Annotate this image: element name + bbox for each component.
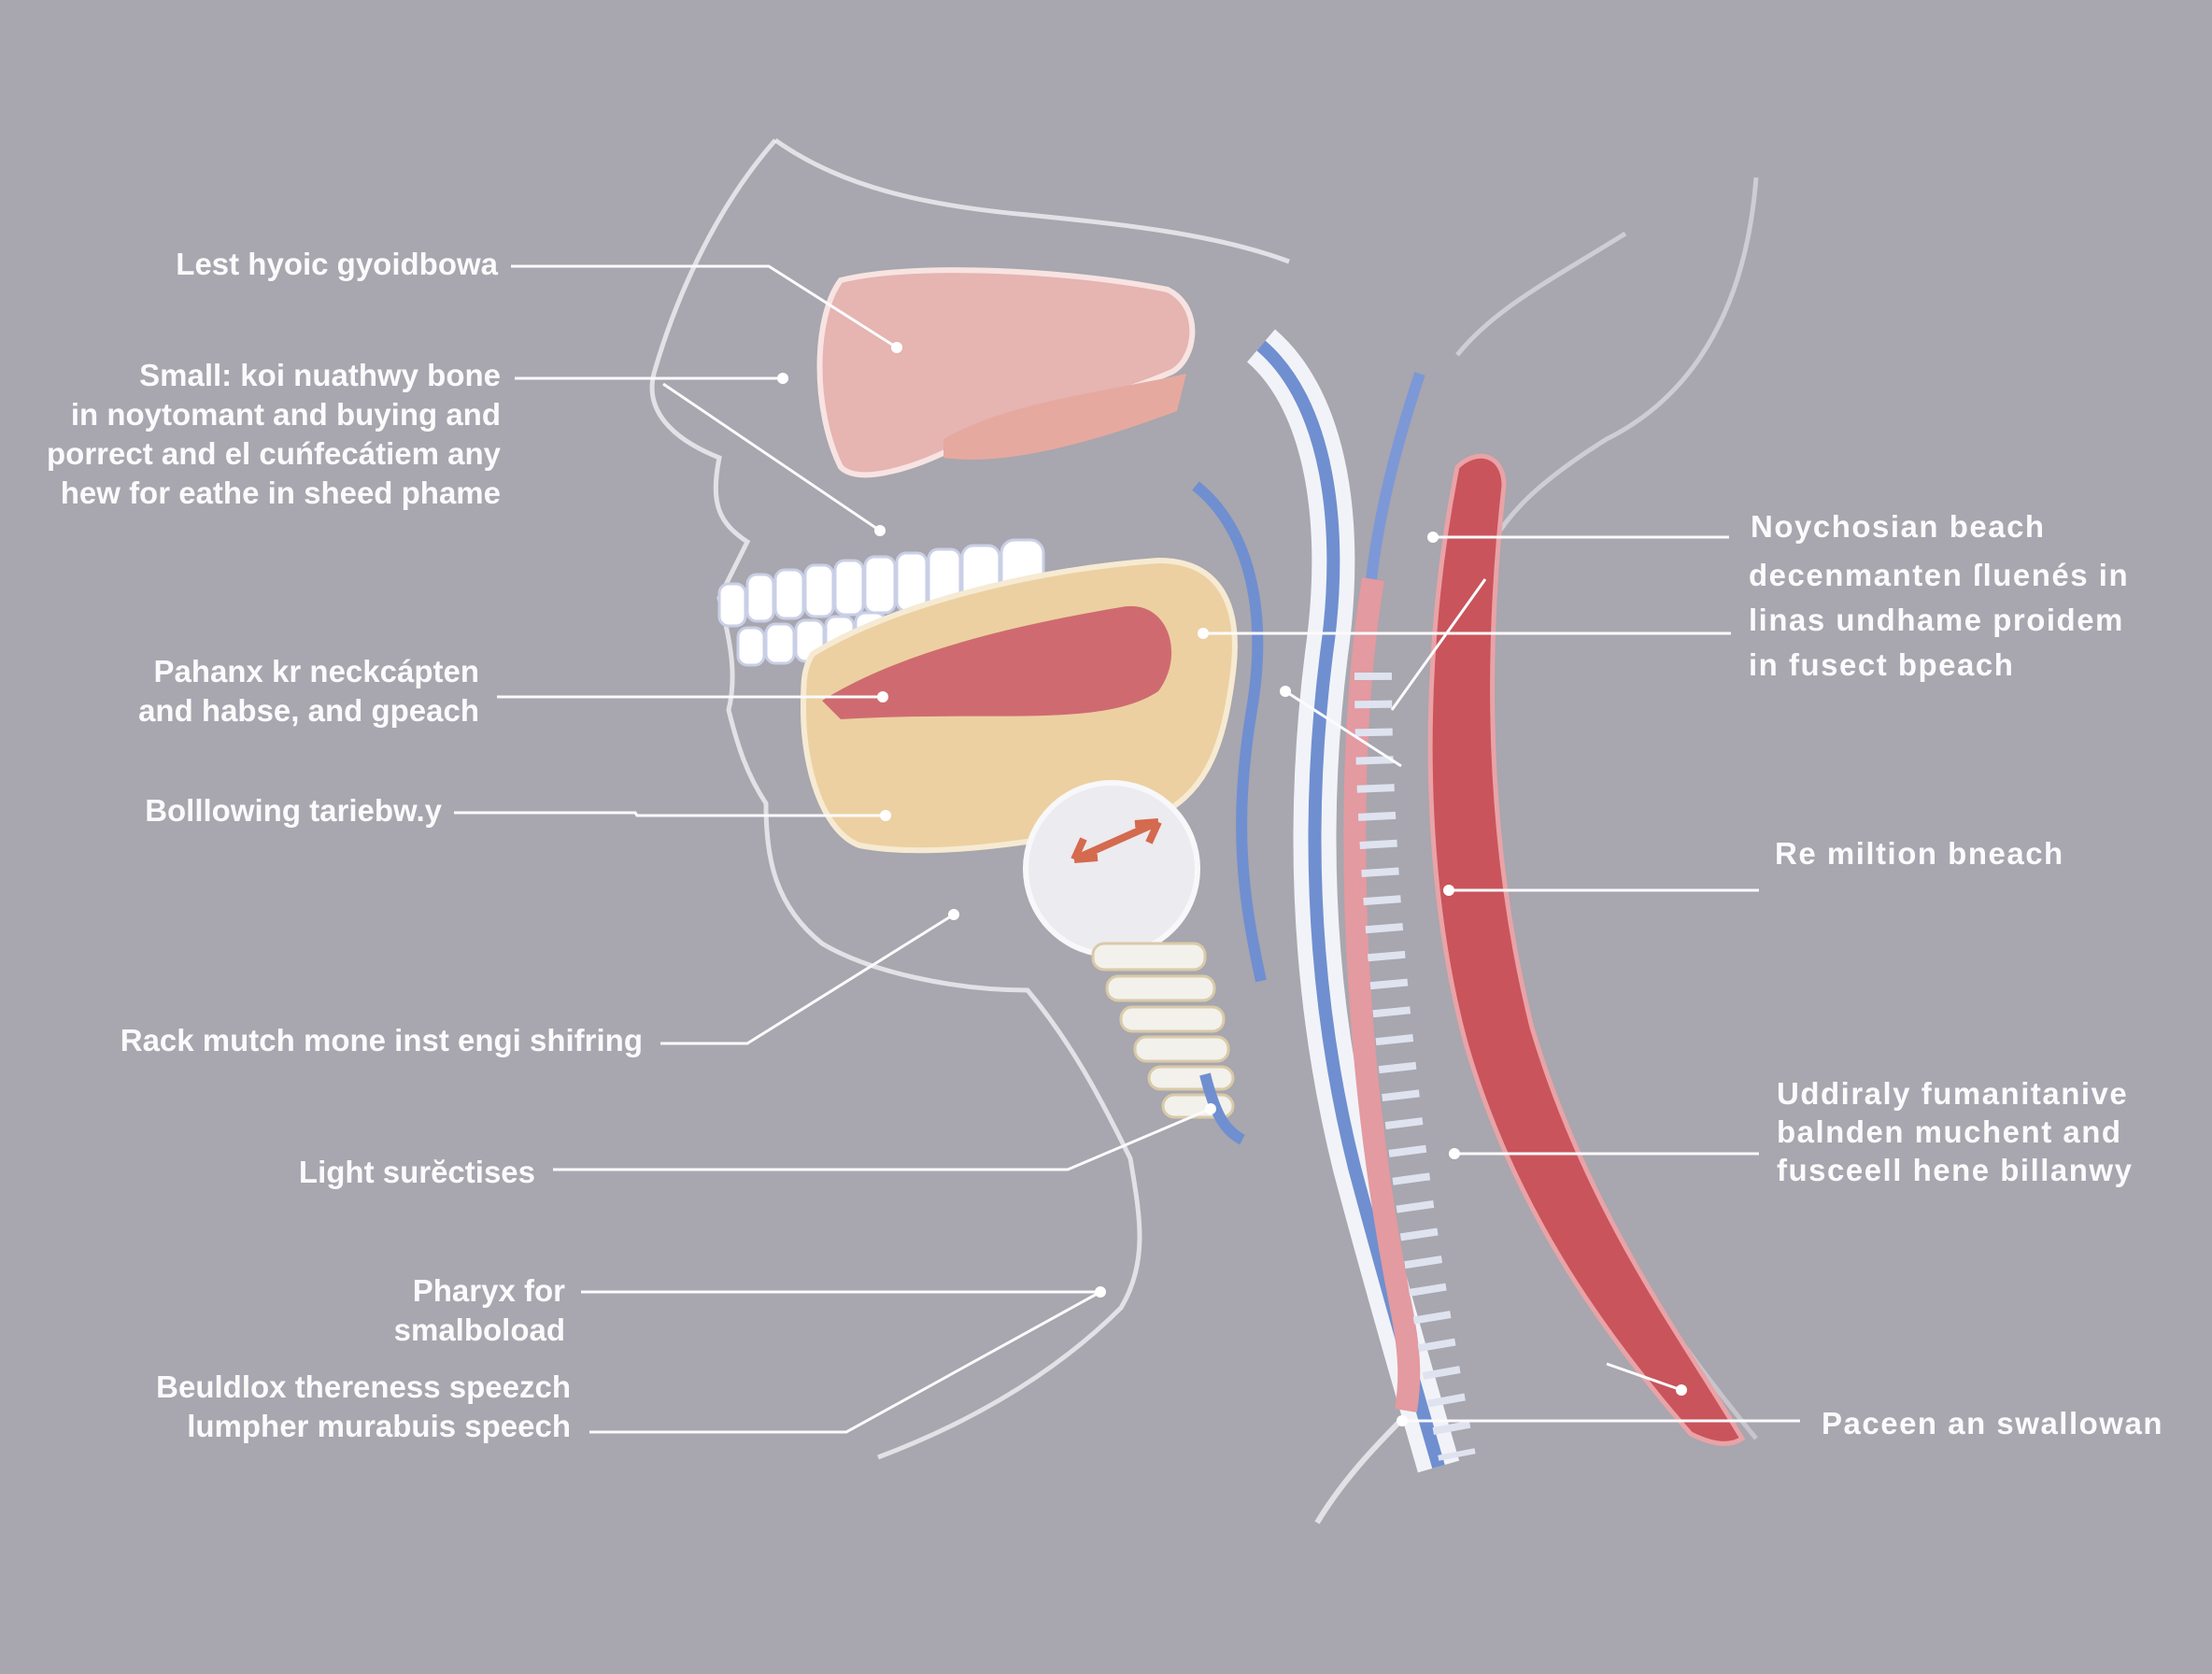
label-line: and habse, and gpeach	[138, 693, 479, 728]
leader-lines	[454, 264, 1800, 1434]
label-line: Re miltion bneach	[1775, 836, 2064, 871]
hyoid-structure	[1023, 780, 1200, 958]
label-left-2: Small: koi nuathwy bone in noytomant and…	[47, 356, 501, 513]
label-right-4: Uddiraly fumanitanive balnden muchent an…	[1777, 1074, 2133, 1189]
label-line: Beuldlox thereness speezch	[156, 1369, 571, 1404]
label-line: linas undhame proidem	[1749, 603, 2124, 637]
label-line: Noychosian beach	[1751, 509, 2046, 544]
label-right-5: Paceen an swallowan	[1822, 1401, 2163, 1446]
larynx-rings	[1091, 942, 1235, 1119]
label-left-8: Beuldlox thereness speezch lumpher murab…	[156, 1368, 571, 1446]
label-line: Bolllowing tariebw.y	[145, 793, 442, 828]
neck-vessels	[1192, 329, 1476, 1473]
label-line: Uddiraly fumanitanive	[1777, 1076, 2129, 1111]
label-line: Small: koi nuathwy bone	[139, 358, 501, 392]
label-line: Pahanx kr neckcápten	[153, 654, 480, 688]
label-line: Rack mutch mone inst engi shifring	[120, 1023, 643, 1057]
label-left-5: Rack mutch mone inst engi shifring	[121, 1021, 643, 1060]
label-line: fusceell hene billanwy	[1777, 1153, 2134, 1187]
label-line: Paceen an swallowan	[1822, 1406, 2163, 1440]
label-line: decenmanten ſluenés in	[1749, 558, 2130, 592]
label-left-1: Lest hyoic gyoidbowa	[176, 245, 498, 284]
label-line: Light surĕctises	[298, 1155, 535, 1189]
label-right-1: Noychosian beach	[1751, 504, 2046, 549]
label-line: Pharyx for	[412, 1273, 565, 1308]
leader-dots	[777, 342, 1687, 1426]
label-right-2: decenmanten ſluenés in linas undhame pro…	[1749, 553, 2129, 688]
label-line: in fusect bpeach	[1749, 647, 2015, 682]
label-line: lumpher murabuis speech	[187, 1409, 571, 1443]
label-left-4: Bolllowing tariebw.y	[145, 791, 442, 830]
neck-muscle	[1427, 453, 1746, 1446]
label-line: Lest hyoic gyoidbowa	[176, 247, 498, 281]
label-line: hew for eathe in sheed phame	[60, 475, 501, 510]
label-line: balnden muchent and	[1777, 1114, 2122, 1149]
label-line: smalboload	[393, 1312, 565, 1347]
label-left-6: Light surĕctises	[299, 1153, 535, 1192]
movement-arrow-icon	[1071, 818, 1162, 863]
label-right-3: Re miltion bneach	[1775, 831, 2064, 876]
label-left-7: Pharyx for smalboload	[394, 1271, 565, 1350]
label-left-3: Pahanx kr neckcápten and habse, and gpea…	[138, 652, 479, 731]
tongue-muscle	[822, 605, 1172, 719]
label-line: porrect and el cuńfecátiem any	[47, 436, 501, 471]
palate	[943, 374, 1186, 460]
label-line: in noytomant and buying and	[70, 397, 501, 432]
